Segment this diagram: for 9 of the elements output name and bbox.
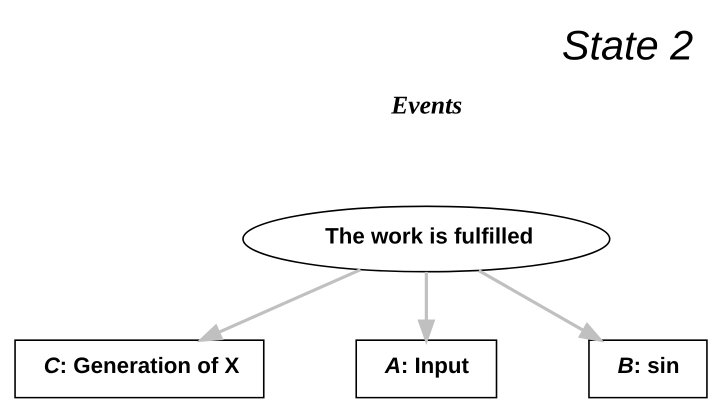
node-box: A: Input [355, 339, 498, 398]
arrow [196, 268, 362, 342]
diagram-title: State 2 [562, 21, 694, 68]
label: Events [391, 90, 462, 120]
arrow [478, 269, 605, 342]
node-ellipse: The work is fulfilled [242, 206, 611, 272]
node-box: B: sin [588, 339, 708, 398]
node-box: C: Generation of X [14, 339, 265, 398]
arrow [417, 272, 436, 346]
